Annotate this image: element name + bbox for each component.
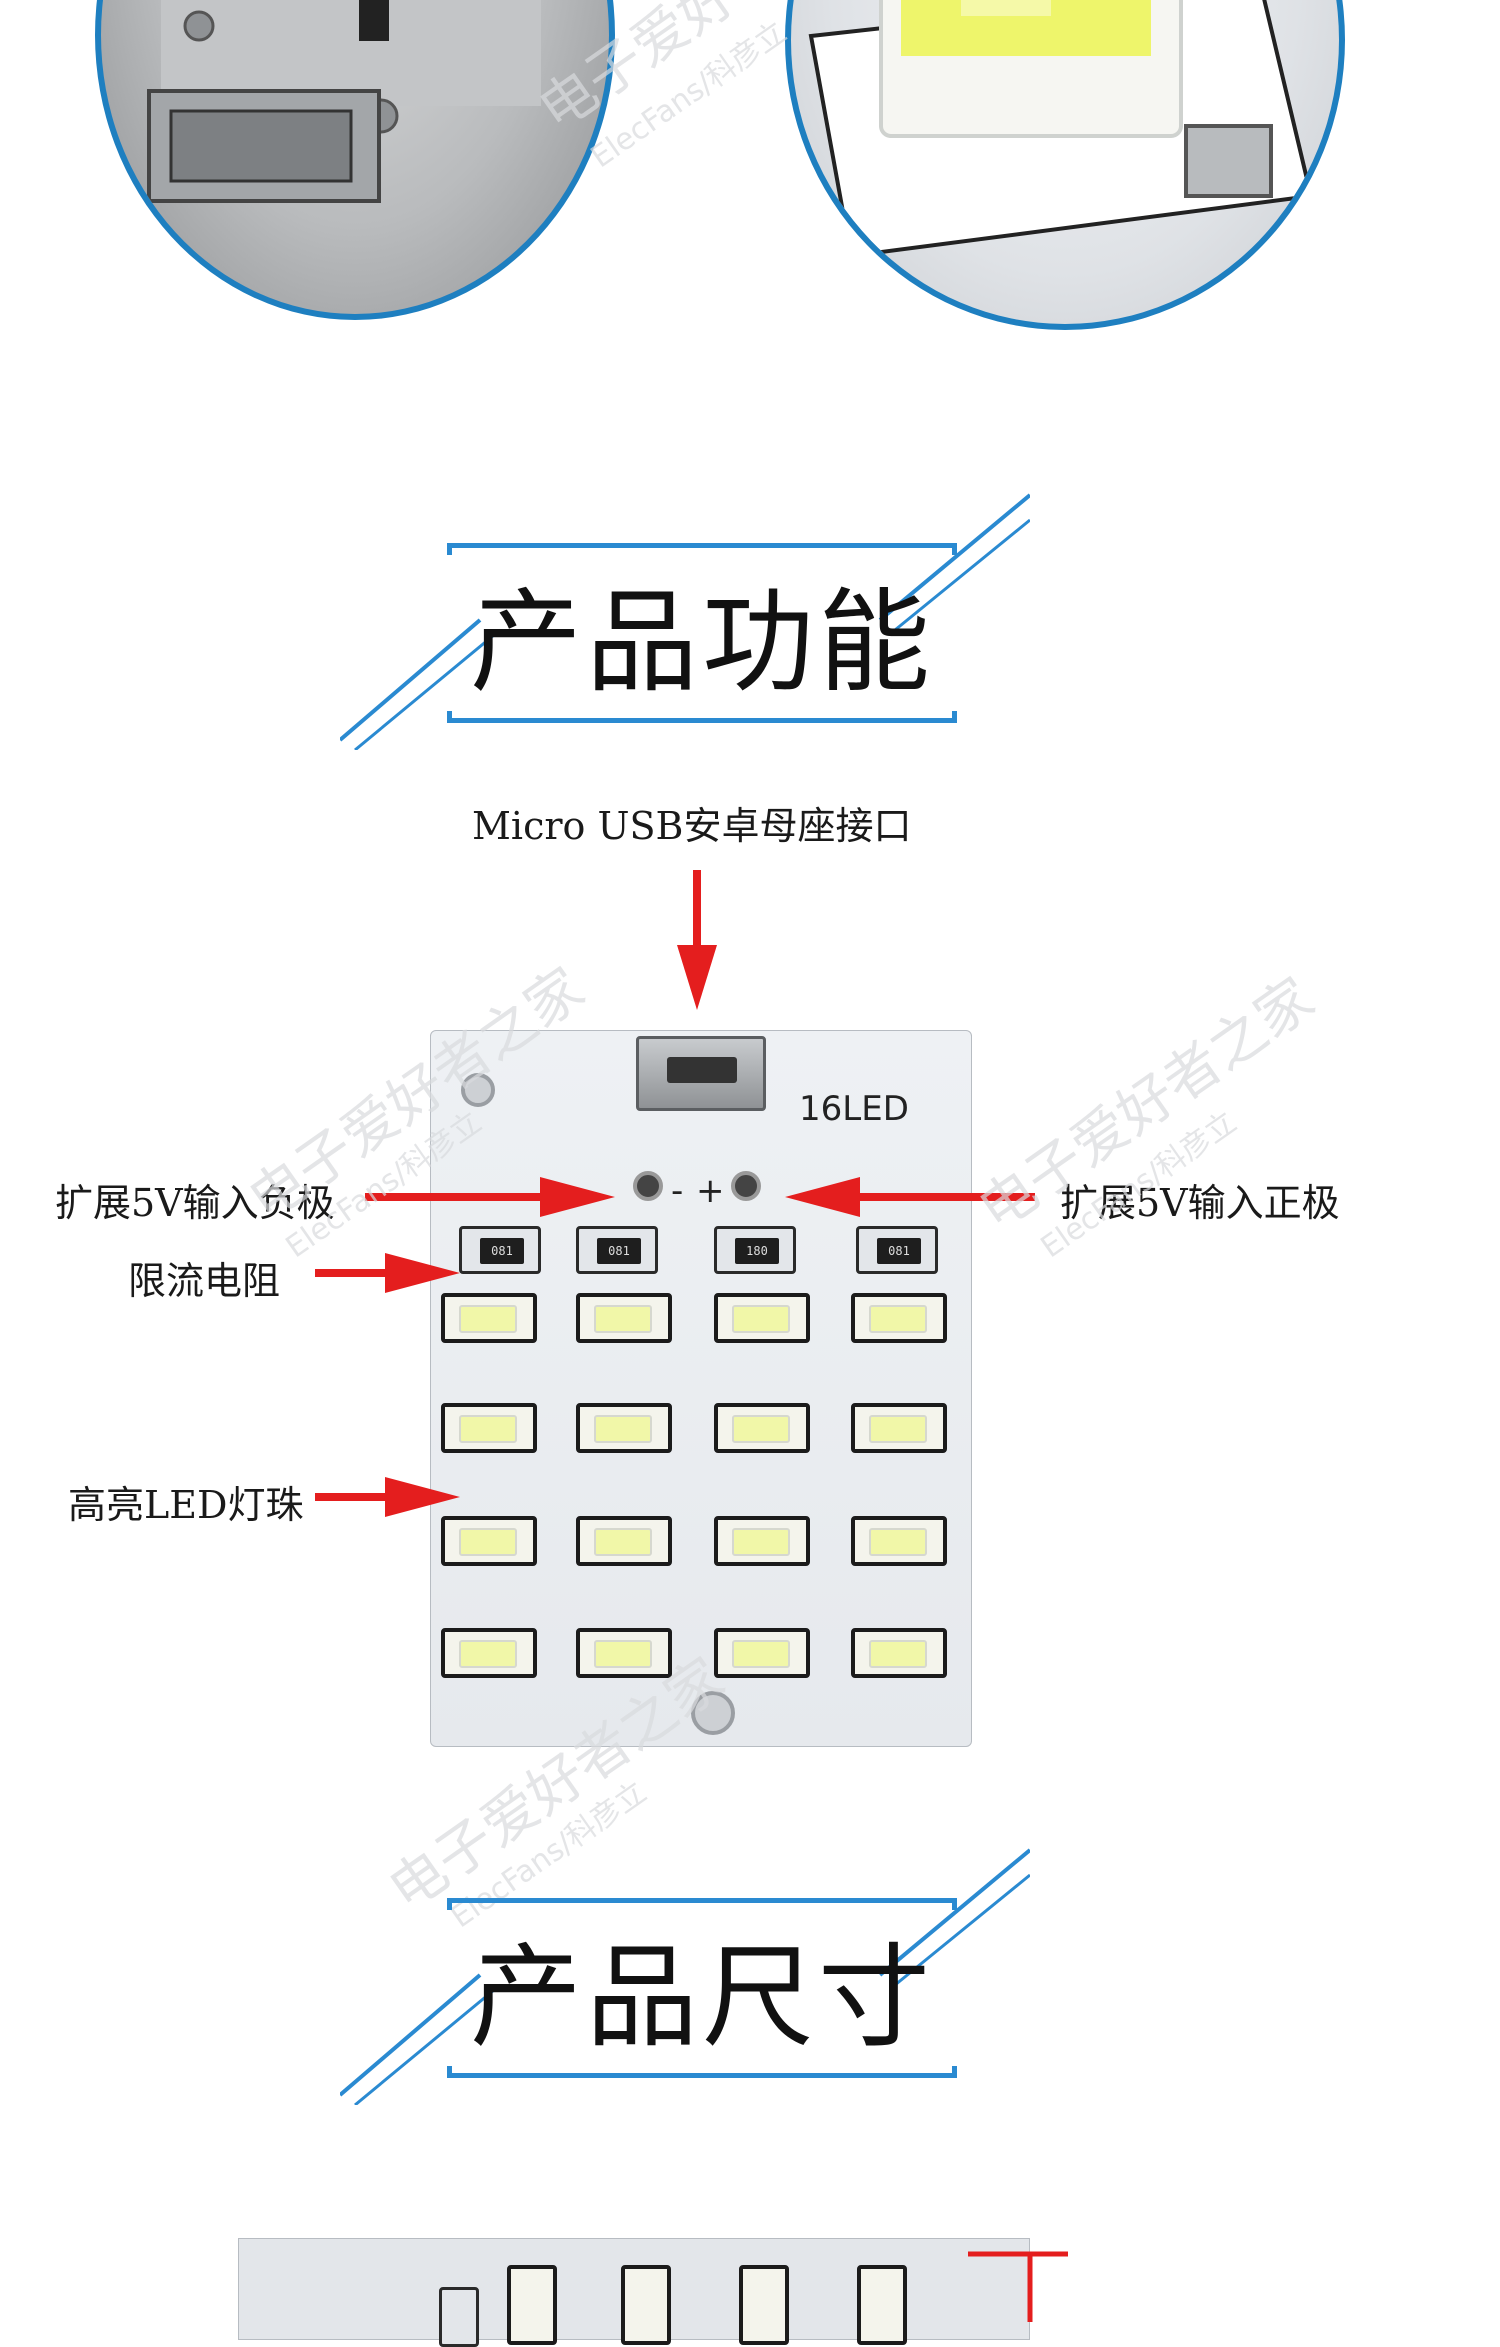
- minus-sign: -: [671, 1171, 684, 1211]
- resistor-code: 081: [877, 1238, 921, 1264]
- led-chip: [576, 1293, 672, 1343]
- led-emitter: [594, 1528, 652, 1556]
- title-bracket-top: [447, 543, 957, 555]
- led-emitter: [594, 1640, 652, 1668]
- led-pcb-board: 16LED - + 081 081 180 081: [430, 1030, 972, 1747]
- led-emitter: [459, 1415, 517, 1443]
- led-emitter: [459, 1528, 517, 1556]
- led-chip: [714, 1403, 810, 1453]
- negative-pad: [633, 1171, 663, 1201]
- negative-input-label: 扩展5V输入负极: [55, 1181, 335, 1225]
- title-decoration-lines: [340, 1848, 1030, 2105]
- usb-port-closeup: [95, 0, 615, 320]
- resistor: 081: [459, 1226, 541, 1274]
- led-chip: [507, 2265, 557, 2345]
- led-chip: [739, 2265, 789, 2345]
- led-chip: [621, 2265, 671, 2345]
- size-title: 产品尺寸: [470, 1933, 934, 2063]
- led-chip: [851, 1516, 947, 1566]
- positive-input-label: 扩展5V输入正极: [1060, 1181, 1340, 1225]
- led-chip: [576, 1403, 672, 1453]
- led-chip: [857, 2265, 907, 2345]
- led-chip: [576, 1516, 672, 1566]
- usb-slot: [667, 1057, 737, 1083]
- resistor-code: 180: [735, 1238, 779, 1264]
- resistor: 081: [856, 1226, 938, 1274]
- mount-hole-top: [461, 1073, 495, 1107]
- led-emitter: [459, 1305, 517, 1333]
- led-emitter: [594, 1415, 652, 1443]
- led-label: 高亮LED灯珠: [68, 1483, 304, 1527]
- led-chip: [441, 1293, 537, 1343]
- led-chip: [851, 1403, 947, 1453]
- led-chip: [441, 1403, 537, 1453]
- led-emitter: [459, 1640, 517, 1668]
- led-emitter: [732, 1528, 790, 1556]
- usb-port-label: Micro USB安卓母座接口: [472, 804, 912, 848]
- resistor-label: 限流电阻: [128, 1259, 281, 1303]
- led-emitter: [732, 1415, 790, 1443]
- resistor-code: 081: [480, 1238, 524, 1264]
- positive-pad: [731, 1171, 761, 1201]
- led-chip: [851, 1293, 947, 1343]
- led-emitter: [732, 1305, 790, 1333]
- led-chip: [714, 1293, 810, 1343]
- led-chip: [441, 1628, 537, 1678]
- dimension-marker-icon: [968, 2251, 1068, 2322]
- title-bracket-bottom: [447, 2066, 957, 2078]
- led-emitter: [869, 1415, 927, 1443]
- led-emitter: [594, 1305, 652, 1333]
- led-emitter: [732, 1640, 790, 1668]
- features-title: 产品功能: [470, 578, 934, 708]
- title-decoration-lines: [340, 493, 1030, 750]
- micro-usb-port: [636, 1036, 766, 1111]
- mount-hole-bottom: [691, 1691, 735, 1735]
- pcb-board-bottom-preview: [238, 2238, 1030, 2347]
- features-title-box: 产品功能: [447, 543, 957, 723]
- led-chip: [441, 1516, 537, 1566]
- led-emitter: [869, 1528, 927, 1556]
- title-bracket-top: [447, 1898, 957, 1910]
- led-emitter: [869, 1640, 927, 1668]
- led-emitter: [869, 1305, 927, 1333]
- size-title-box: 产品尺寸: [447, 1898, 957, 2078]
- led-chip: [714, 1628, 810, 1678]
- resistor: [439, 2287, 479, 2347]
- resistor: 180: [714, 1226, 796, 1274]
- led-chip: [576, 1628, 672, 1678]
- resistor-code: 081: [597, 1238, 641, 1264]
- title-bracket-bottom: [447, 711, 957, 723]
- plus-sign: +: [696, 1171, 725, 1211]
- pcb-marking: 16LED: [799, 1089, 909, 1129]
- led-closeup: [785, 0, 1345, 330]
- led-chip: [714, 1516, 810, 1566]
- led-chip: [851, 1628, 947, 1678]
- resistor: 081: [576, 1226, 658, 1274]
